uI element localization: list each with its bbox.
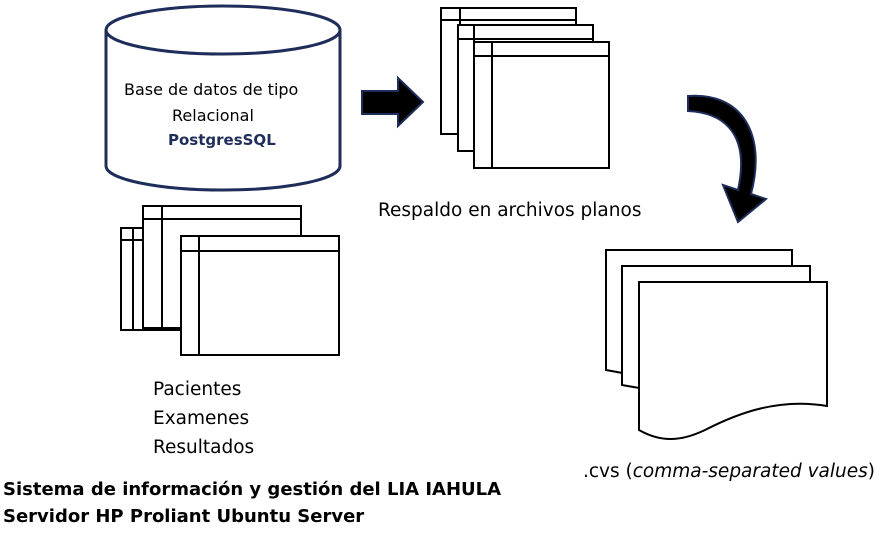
csv-label-prefix: .cvs ( [583, 461, 633, 482]
table-name-resultados: Resultados [153, 437, 255, 458]
csv-documents-icon [605, 249, 828, 440]
table-name-pacientes: Pacientes [153, 379, 242, 400]
database-type-line2: Relacional [172, 106, 254, 125]
right-arrow-icon [361, 75, 425, 129]
footer-title: Sistema de información y gestión del LIA… [3, 479, 502, 500]
csv-label-italic: comma-separated values [632, 461, 868, 482]
database-name: PostgresSQL [168, 131, 276, 149]
table-name-examenes: Examenes [153, 408, 250, 429]
csv-label-suffix: ) [867, 461, 875, 482]
backup-files-icon [440, 7, 610, 169]
database-cylinder [104, 4, 342, 192]
footer-subtitle: Servidor HP Proliant Ubuntu Server [3, 506, 365, 527]
database-type-line1: Base de datos de tipo [124, 80, 299, 99]
csv-label: .cvs (comma-separated values) [583, 461, 875, 482]
backup-label: Respaldo en archivos planos [378, 200, 642, 221]
table-stack-icon [120, 205, 340, 356]
curved-arrow-icon [687, 94, 769, 224]
